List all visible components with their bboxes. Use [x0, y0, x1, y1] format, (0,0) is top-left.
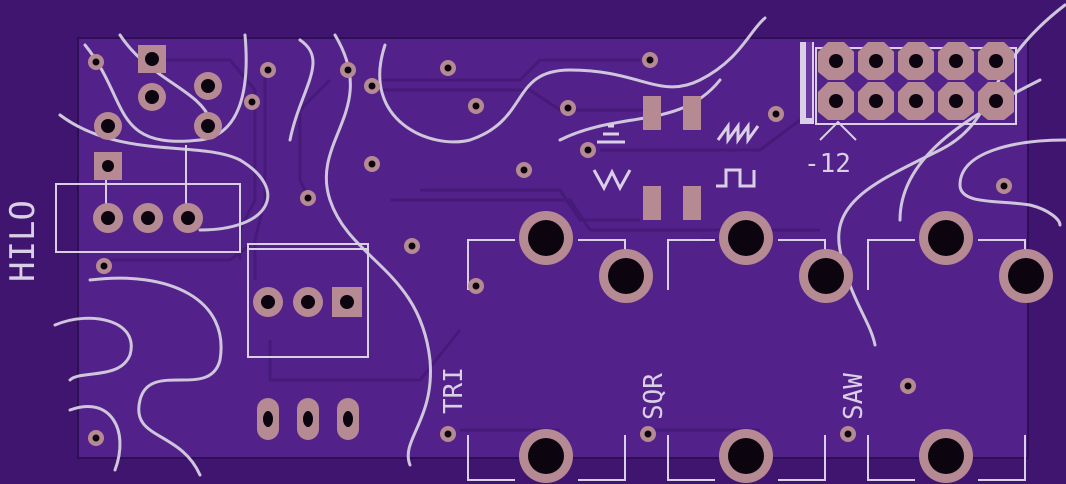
hilo-switch-outline	[55, 183, 241, 253]
through-hole-pads	[93, 45, 362, 440]
ground-icon	[597, 124, 625, 144]
silkscreen-outlines	[55, 47, 1026, 481]
label-tri: TRI	[439, 367, 469, 414]
output-jacks	[519, 211, 1053, 483]
square-wave-icon	[716, 168, 756, 188]
vias	[88, 52, 1012, 446]
label-hilo: HILO	[3, 200, 43, 282]
label-sqr: SQR	[639, 373, 669, 420]
label-saw: SAW	[839, 373, 869, 420]
label-minus12: -12	[804, 149, 851, 179]
saw-wave-icon	[716, 121, 760, 145]
regulator-outline	[247, 243, 369, 358]
triangle-wave-icon	[592, 168, 632, 192]
power-header	[818, 42, 1014, 120]
smd-pads	[643, 96, 701, 220]
